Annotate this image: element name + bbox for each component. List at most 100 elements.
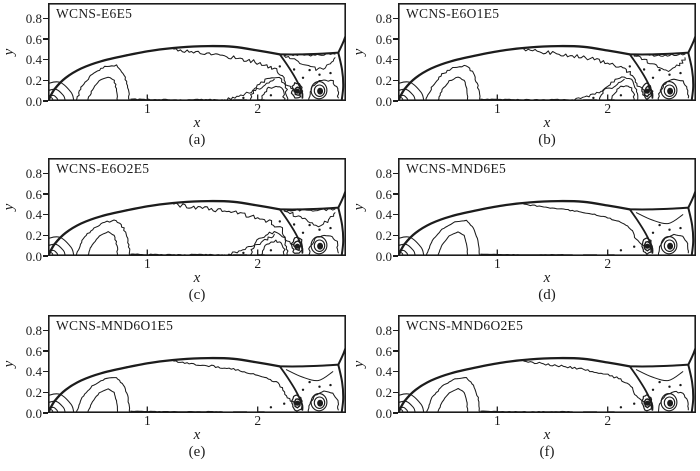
contour-vortex-outer-loop: [307, 234, 339, 256]
x-tick-label: 2: [254, 101, 262, 116]
y-tick-mark: [392, 391, 398, 394]
y-tick-label: 0.8: [375, 10, 392, 26]
contour-speck-5: [269, 249, 273, 252]
x-tick-label: 2: [604, 413, 612, 428]
plot-border: [398, 3, 696, 101]
y-tick-label: 0.0: [375, 405, 392, 421]
contour-cluster-loop-2: [643, 241, 651, 252]
contour-cluster-core: [294, 88, 300, 94]
contour-triangle-line: [635, 212, 684, 225]
contour-cluster-core: [644, 88, 650, 94]
contour-fan-arc-1: [398, 406, 409, 413]
x-tick-label: 2: [604, 101, 612, 116]
y-tick-mark: [42, 412, 48, 414]
contour-speck-3: [318, 385, 321, 388]
contour-slip-line: [173, 360, 284, 389]
contour-slip-line: [523, 360, 634, 389]
contour-speck-5: [269, 94, 273, 97]
contour-reflected-shock: [628, 208, 654, 254]
y-tick-label: 0.2: [375, 384, 392, 400]
contour-incident-shock: [687, 31, 696, 54]
contour-vortex-outer-loop: [307, 79, 340, 101]
x-axis-label: x: [193, 427, 201, 443]
y-tick-mark: [42, 350, 48, 352]
y-tick-label: 0.4: [375, 364, 392, 380]
panel-title-a: WCNS-E6E5: [56, 6, 133, 21]
contour-speck-2: [301, 76, 305, 80]
contour-expansion-loop-inner: [87, 388, 119, 413]
y-tick-label: 0.6: [25, 186, 42, 202]
y-tick-label: 0.8: [25, 322, 42, 338]
panel-sublabel-e: (e): [188, 444, 206, 460]
contour-mushroom-outer: [249, 76, 289, 101]
contour-mushroom-outer: [249, 230, 289, 256]
x-tick-label: 1: [143, 413, 151, 428]
x-axis-label: x: [543, 427, 551, 443]
contour-bow-shock: [398, 199, 631, 256]
panel-sublabel-d: (d): [538, 287, 556, 303]
contour-speck-1: [658, 223, 661, 227]
contour-cluster-core: [644, 400, 650, 406]
y-tick-mark: [42, 38, 48, 40]
contour-triangle-v: [283, 55, 336, 71]
contour-slip-tail: [281, 75, 298, 93]
panel-title-e: WCNS-MND6O1E5: [56, 318, 174, 333]
contour-wall-diagonal: [224, 233, 275, 256]
contour-mach-stem: [337, 51, 345, 101]
y-axis-label: y: [1, 48, 17, 56]
contour-speck-4: [329, 71, 332, 75]
contour-fan-arc-1: [48, 94, 59, 101]
contour-speck-8: [642, 68, 646, 71]
contour-speck-1: [308, 68, 311, 72]
contour-speck-2: [301, 231, 305, 234]
contour-triple-point-bridge: [278, 206, 340, 211]
contour-mach-stem: [687, 51, 695, 101]
contour-expansion-loop-inner: [87, 76, 119, 101]
contour-speck-6: [242, 251, 245, 255]
contour-bow-shock: [48, 44, 281, 101]
contour-speck-1: [658, 68, 661, 72]
y-tick-label: 0.0: [375, 248, 392, 264]
y-tick-label: 0.0: [25, 405, 42, 421]
plot-border: [48, 315, 346, 413]
contour-speck-7: [628, 65, 631, 68]
contour-plot-b: [398, 3, 696, 101]
panel-sublabel-f: (f): [539, 444, 555, 460]
panel-title-b: WCNS-E6O1E5: [406, 6, 500, 21]
contour-fan-arc-2: [48, 88, 66, 101]
contour-expansion-loop-inner: [87, 231, 119, 256]
contour-bow-shock: [48, 199, 281, 256]
contour-vortex-ring-3: [660, 81, 678, 100]
x-axis-label: x: [193, 115, 201, 131]
contour-cluster-core: [294, 243, 300, 249]
y-tick-mark: [392, 329, 398, 332]
contour-vortex-core: [317, 88, 323, 94]
contour-vortex-core: [667, 88, 673, 94]
contour-expansion-loop-inner: [437, 76, 469, 101]
contour-triple-point-bridge: [628, 206, 690, 211]
plot-border: [398, 315, 696, 413]
contour-incident-shock: [337, 343, 346, 366]
contour-speck-2: [301, 388, 305, 391]
plot-border: [398, 158, 696, 256]
y-tick-mark: [392, 38, 398, 40]
contour-slip-line: [523, 48, 634, 77]
y-tick-mark: [42, 79, 48, 82]
contour-incident-shock: [337, 186, 346, 209]
y-tick-mark: [42, 255, 48, 257]
y-tick-mark: [392, 255, 398, 257]
x-tick-label: 1: [493, 256, 501, 271]
contour-speck-9: [633, 245, 636, 248]
contour-speck-8: [292, 68, 296, 71]
contour-triangle-v: [633, 55, 686, 72]
contour-vortex-ring-2: [663, 239, 676, 252]
contour-speck-7: [278, 220, 281, 223]
contour-slip-line: [523, 203, 634, 232]
contour-bow-shock: [398, 356, 631, 413]
y-tick-mark: [392, 213, 398, 216]
contour-speck-7: [278, 65, 281, 68]
contour-fan-arc-1: [48, 249, 59, 256]
contour-triangle-line: [285, 369, 334, 382]
contour-fan-arc-2: [48, 400, 66, 413]
panel-sublabel-c: (c): [188, 287, 206, 303]
